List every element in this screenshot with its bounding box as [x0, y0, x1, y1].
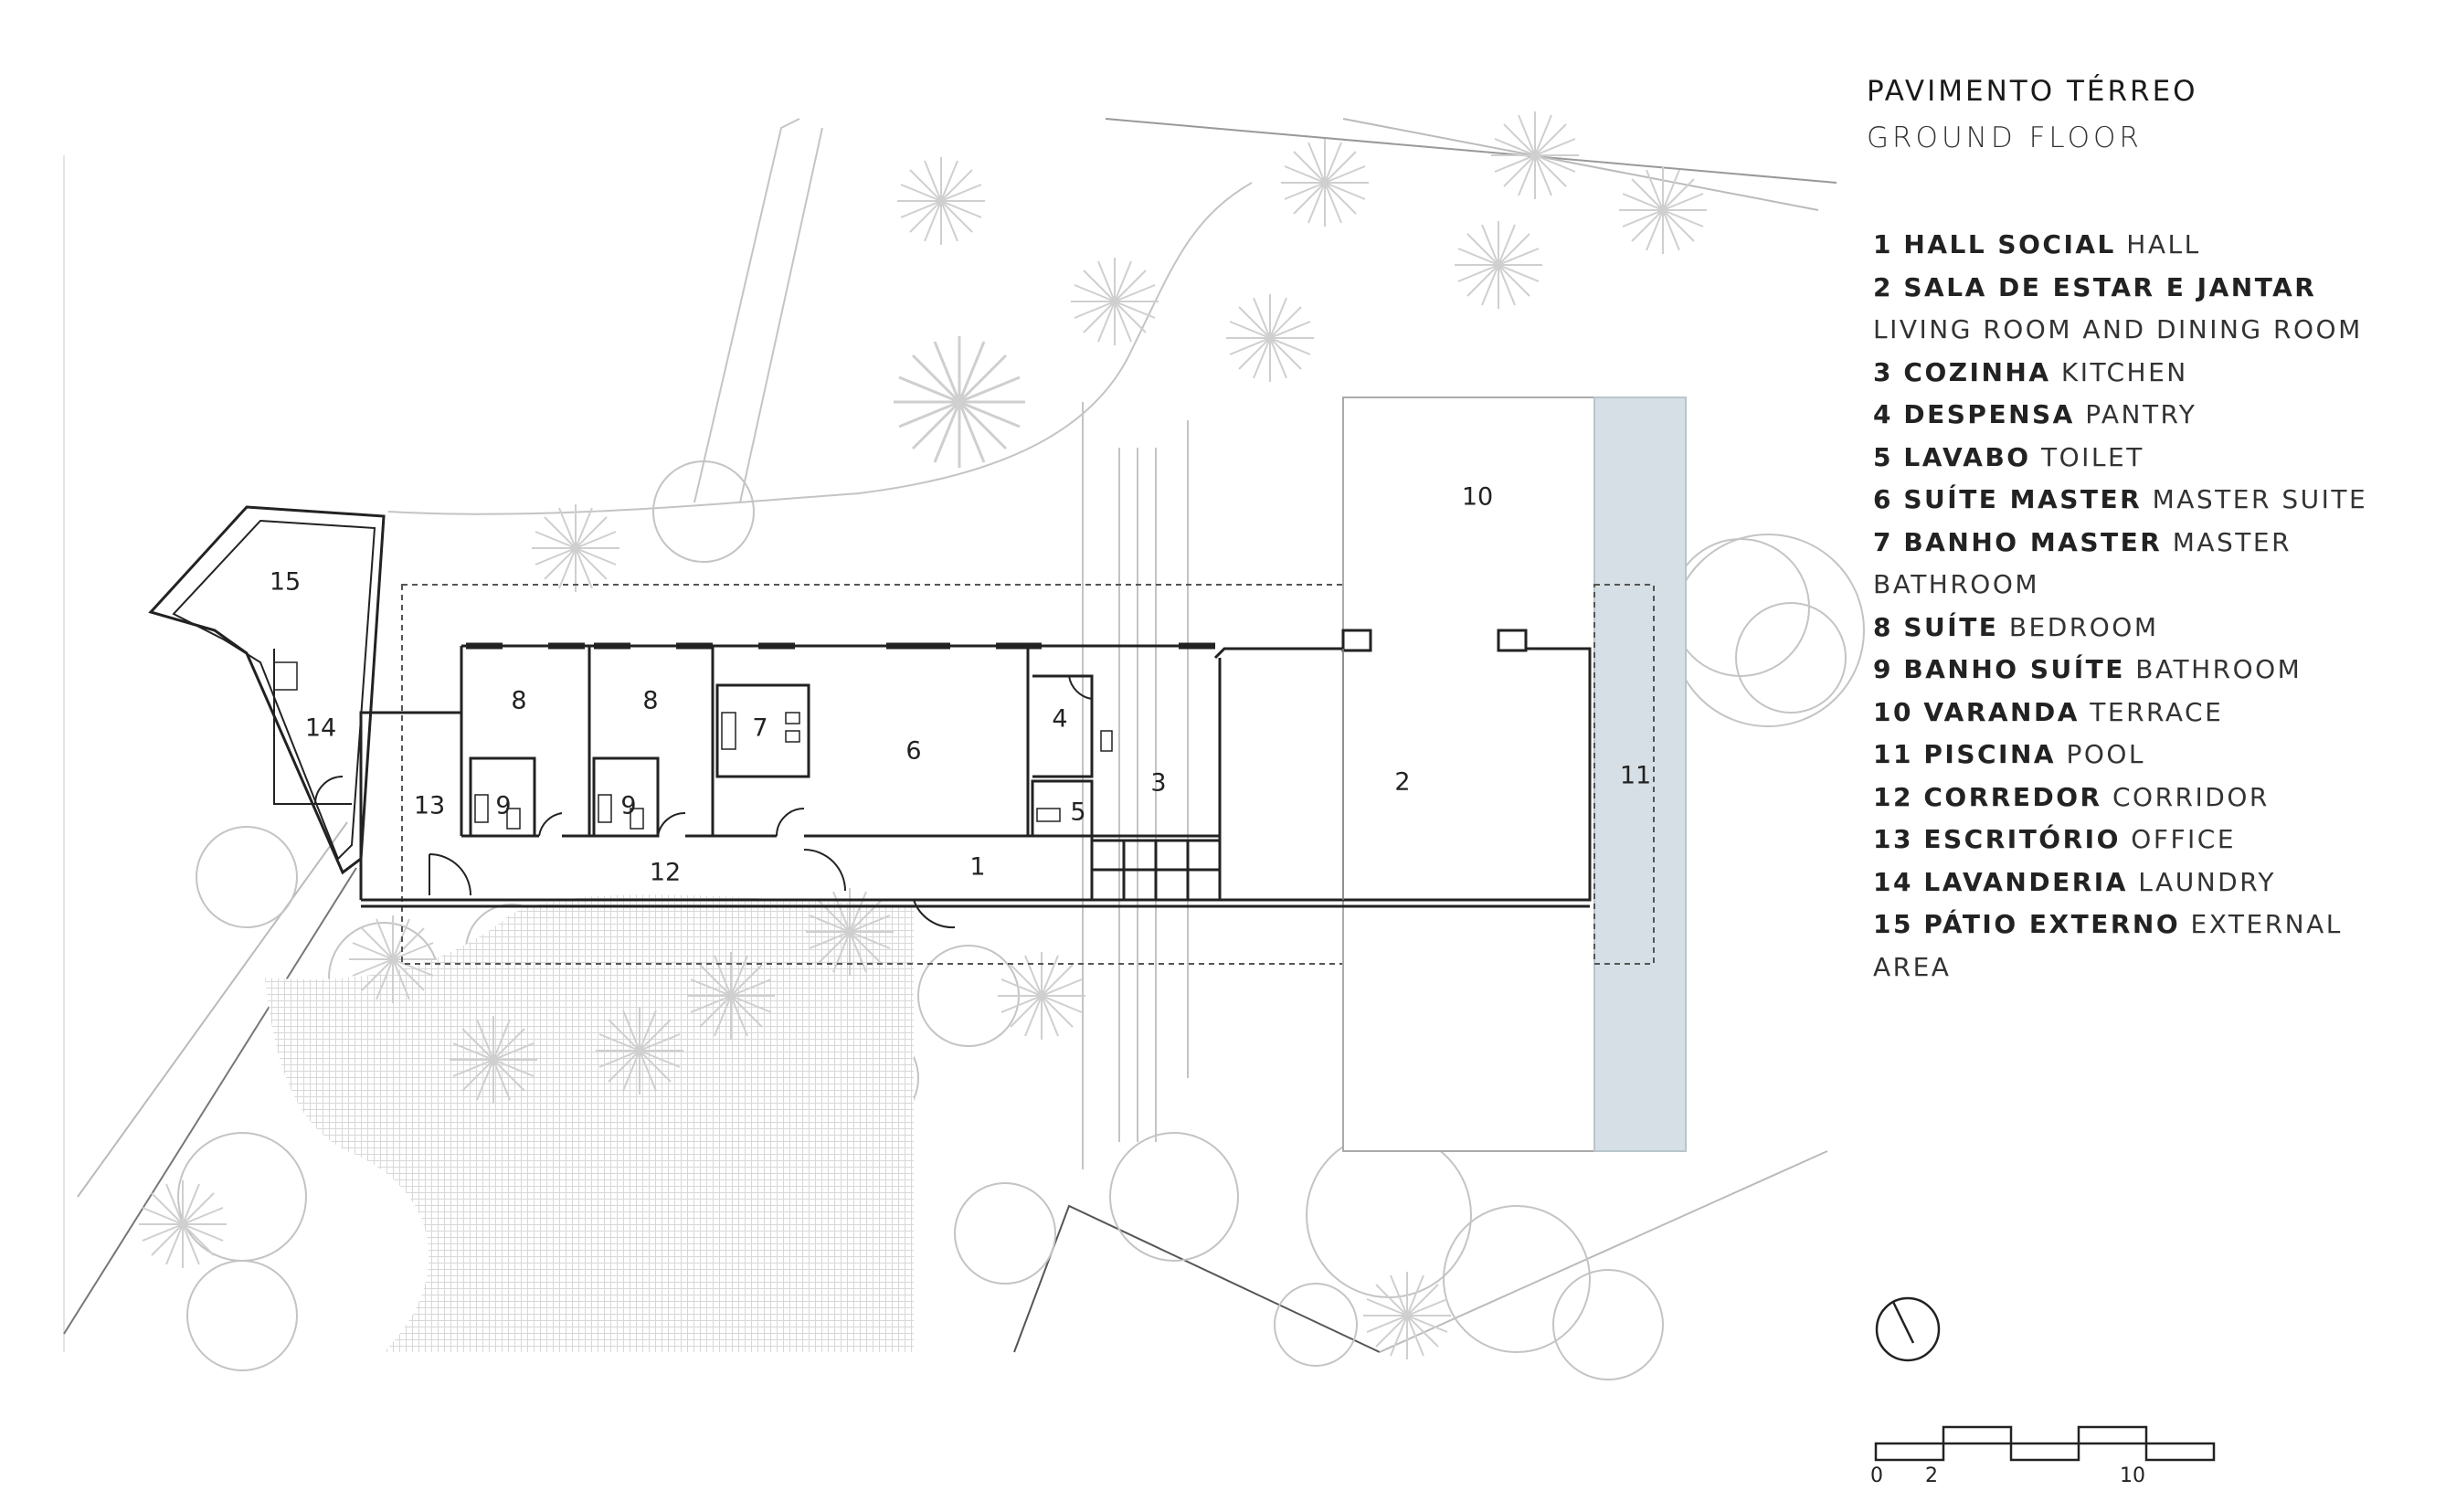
room-label-7: 7: [752, 714, 768, 743]
legend-en: EXTERNAL AREA: [1873, 909, 2343, 982]
legend-num: 12: [1873, 781, 1913, 812]
legend-en: MASTER BATHROOM: [1873, 526, 2292, 600]
legend-pt: BANHO SUÍTE: [1903, 654, 2125, 684]
scale-label-10: 10: [2120, 1464, 2145, 1487]
room-label-13: 13: [414, 792, 445, 820]
legend-pt: SUÍTE: [1903, 611, 1999, 642]
room-label-2: 2: [1394, 768, 1410, 797]
room-label-14: 14: [305, 714, 336, 743]
legend-item: 11 PISCINA POOL: [1873, 734, 2421, 777]
terrace: [1342, 397, 1595, 1152]
room-label-10: 10: [1462, 483, 1493, 512]
room-label-8b: 8: [642, 687, 658, 715]
room-label-4: 4: [1052, 705, 1067, 734]
legend-en: LAUNDRY: [2138, 866, 2276, 897]
sheet-title: PAVIMENTO TÉRREO: [1867, 75, 2198, 108]
legend-item: 12 CORREDOR CORRIDOR: [1873, 777, 2421, 819]
room-label-12: 12: [650, 859, 681, 887]
room-label-9b: 9: [620, 792, 636, 820]
legend-pt: HALL SOCIAL: [1903, 229, 2116, 259]
legend-en: LIVING ROOM AND DINING ROOM: [1873, 314, 2363, 344]
legend-item: 3 COZINHA KITCHEN: [1873, 352, 2421, 395]
legend-en: OFFICE: [2131, 824, 2237, 854]
room-label-11: 11: [1620, 762, 1651, 790]
sheet-subtitle: GROUND FLOOR: [1867, 122, 2143, 154]
pool: [1593, 397, 1687, 1152]
legend-num: 10: [1873, 696, 1913, 727]
room-label-5: 5: [1070, 798, 1085, 827]
legend-item: 13 ESCRITÓRIO OFFICE: [1873, 819, 2421, 862]
legend-num: 11: [1873, 739, 1913, 769]
legend-num: 13: [1873, 824, 1913, 854]
legend-pt: LAVABO: [1903, 441, 2031, 472]
legend-item: 6 SUÍTE MASTER MASTER SUITE: [1873, 479, 2421, 522]
legend-pt: DESPENSA: [1903, 399, 2075, 429]
legend-pt: BANHO MASTER: [1903, 526, 2163, 557]
room-label-1: 1: [969, 853, 985, 882]
lawn-area: [265, 894, 914, 1352]
legend-item: 7 BANHO MASTER MASTER BATHROOM: [1873, 522, 2421, 607]
legend-item: 2 SALA DE ESTAR E JANTAR LIVING ROOM AND…: [1873, 267, 2421, 352]
legend-num: 1: [1873, 229, 1893, 259]
legend-en: MASTER SUITE: [2152, 484, 2368, 514]
legend-en: TOILET: [2041, 441, 2144, 472]
legend-item: 8 SUÍTE BEDROOM: [1873, 607, 2421, 650]
legend-en: PANTRY: [2085, 399, 2197, 429]
legend-en: KITCHEN: [2060, 356, 2188, 387]
legend-pt: SUÍTE MASTER: [1903, 484, 2143, 514]
legend-num: 14: [1873, 866, 1913, 897]
legend-item: 5 LAVABO TOILET: [1873, 437, 2421, 480]
legend-en: POOL: [2066, 739, 2146, 769]
legend-en: HALL: [2126, 229, 2201, 259]
legend-pt: LAVANDERIA: [1923, 866, 2128, 897]
legend-num: 4: [1873, 399, 1893, 429]
legend-num: 7: [1873, 526, 1893, 557]
legend-pt: VARANDA: [1923, 696, 2080, 727]
room-label-15: 15: [270, 568, 301, 597]
room-label-6: 6: [905, 737, 921, 766]
room-legend: 1 HALL SOCIAL HALL 2 SALA DE ESTAR E JAN…: [1873, 224, 2421, 989]
room-label-3: 3: [1150, 769, 1166, 798]
legend-num: 2: [1873, 271, 1893, 302]
site-context: [63, 118, 1865, 1380]
legend-pt: PISCINA: [1923, 739, 2057, 769]
scale-label-2: 2: [1925, 1464, 1938, 1487]
legend-en: BATHROOM: [2135, 654, 2302, 684]
legend-num: 9: [1873, 654, 1893, 684]
legend-item: 1 HALL SOCIAL HALL: [1873, 224, 2421, 267]
scale-label-0: 0: [1870, 1464, 1883, 1487]
annex: [148, 505, 386, 875]
legend-item: 9 BANHO SUÍTE BATHROOM: [1873, 649, 2421, 692]
legend-en: CORRIDOR: [2112, 781, 2270, 812]
legend-item: 15 PÁTIO EXTERNO EXTERNAL AREA: [1873, 904, 2421, 989]
legend-pt: ESCRITÓRIO: [1923, 824, 2121, 854]
legend-pt: SALA DE ESTAR E JANTAR: [1903, 271, 2317, 302]
walls: [359, 629, 1592, 929]
legend-num: 5: [1873, 441, 1893, 472]
fixtures: [474, 712, 1113, 830]
legend-pt: COZINHA: [1903, 356, 2051, 387]
legend-num: 6: [1873, 484, 1893, 514]
room-labels: 1 2 3 4 5 6 7 8 8 9 9 10 11 12 13 14 15: [270, 483, 1651, 887]
room-label-8a: 8: [511, 687, 526, 715]
north-arrow-icon: [1875, 1296, 1941, 1362]
legend-num: 3: [1873, 356, 1893, 387]
legend-num: 15: [1873, 909, 1913, 939]
legend-item: 14 LAVANDERIA LAUNDRY: [1873, 862, 2421, 904]
room-label-9a: 9: [495, 792, 511, 820]
legend-en: TERRACE: [2090, 696, 2224, 727]
legend-en: BEDROOM: [2008, 611, 2159, 642]
scale-bar: [1874, 1425, 2216, 1462]
legend-pt: CORREDOR: [1923, 781, 2102, 812]
legend-pt: PÁTIO EXTERNO: [1923, 909, 2181, 939]
legend-num: 8: [1873, 611, 1893, 642]
legend-item: 10 VARANDA TERRACE: [1873, 692, 2421, 735]
legend-item: 4 DESPENSA PANTRY: [1873, 394, 2421, 437]
